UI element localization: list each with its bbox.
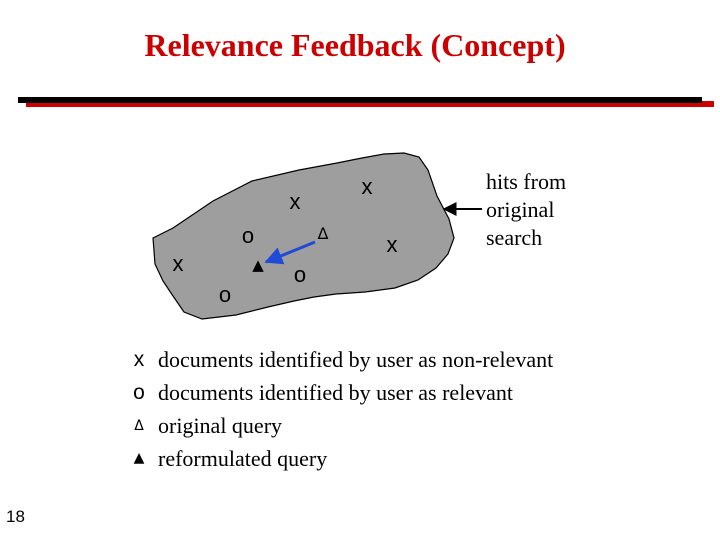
original-query-symbol: Δ [134, 418, 144, 434]
relevant-symbol: o [133, 381, 145, 404]
nonrelevant-doc-mark: x [387, 232, 398, 257]
nonrelevant-symbol: x [133, 348, 145, 371]
title-rule-shadow [26, 101, 714, 107]
relevant-doc-mark: o [242, 223, 254, 248]
search-results-region [152, 152, 455, 320]
page-number: 18 [6, 507, 25, 526]
relevant-doc-mark: o [294, 262, 306, 287]
hits-from-original-search-label: hits from original search [486, 169, 567, 250]
query-shift-arrow [264, 240, 316, 265]
legend-label: documents identified by user as non-rele… [158, 347, 554, 372]
legend-label: reformulated query [158, 446, 328, 471]
relevant-doc-mark: o [219, 282, 231, 307]
slide-title: Relevance Feedback (Concept) [144, 27, 566, 63]
nonrelevant-doc-mark: x [362, 174, 373, 199]
legend-label: documents identified by user as relevant [158, 380, 513, 405]
reformulated-query-symbol: ▲ [133, 450, 145, 466]
reformulated-query-mark: ▲ [252, 256, 264, 274]
nonrelevant-doc-mark: x [173, 251, 184, 276]
nonrelevant-doc-mark: x [290, 189, 301, 214]
legend-label: original query [158, 413, 283, 438]
title-rule [18, 97, 702, 103]
original-query-mark: Δ [318, 224, 329, 243]
